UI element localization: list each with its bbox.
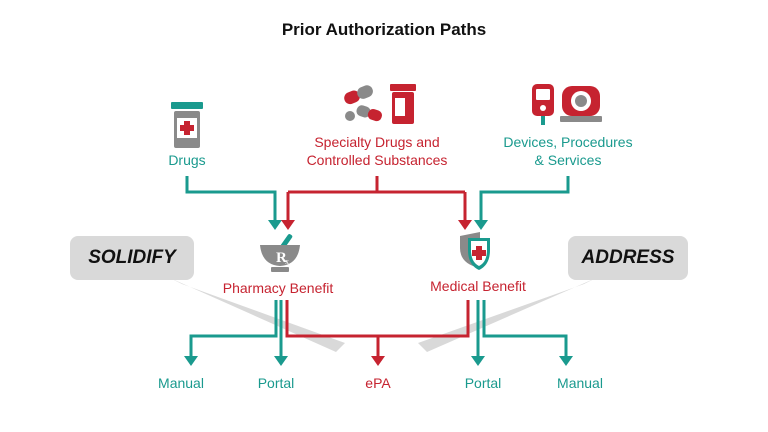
- arrowhead: [184, 356, 198, 366]
- shield-cross-icon: [460, 232, 490, 270]
- outcome-manual-right: Manual: [557, 375, 603, 391]
- source-devices-line2: & Services: [534, 152, 602, 168]
- address-callout: ADDRESS: [568, 236, 688, 280]
- outcome-portal-right: Portal: [464, 375, 502, 391]
- source-devices: Devices, Procedures & Services: [478, 133, 658, 169]
- source-drugs-label: Drugs: [168, 152, 206, 168]
- arrowhead: [268, 220, 282, 230]
- pharmacy-benefit-label: Pharmacy Benefit: [222, 280, 334, 296]
- outcome-manual-left: Manual: [158, 375, 204, 391]
- arrowhead: [559, 356, 573, 366]
- specialty-to-benefits-line: [286, 176, 467, 224]
- pharmacy-to-manual-portal-lines: [189, 300, 283, 360]
- arrowhead: [281, 220, 295, 230]
- medical-benefit-label: Medical Benefit: [430, 278, 526, 294]
- pill-bottle-icon: [171, 102, 203, 148]
- svg-text:x: x: [285, 257, 289, 266]
- devices-to-medical-line: [479, 176, 570, 224]
- pills-icon: [344, 84, 416, 124]
- glucose-meter-icon: [532, 84, 554, 125]
- source-specialty-line1: Specialty Drugs and: [314, 134, 440, 150]
- diagram-title: Prior Authorization Paths: [281, 20, 487, 39]
- arrowhead: [458, 220, 472, 230]
- solidify-pointer: [170, 278, 345, 352]
- arrowhead: [371, 356, 385, 366]
- medical-devices-icon: [532, 84, 602, 125]
- solidify-callout: SOLIDIFY: [70, 236, 194, 280]
- arrowhead: [471, 356, 485, 366]
- outcome-epa: ePA: [365, 375, 391, 391]
- medical-to-portal-manual-lines: [476, 300, 568, 360]
- arrowhead: [274, 356, 288, 366]
- outcome-portal-left: Portal: [257, 375, 295, 391]
- svg-text:R: R: [276, 250, 287, 266]
- mri-scanner-icon: [560, 86, 602, 122]
- source-devices-line1: Devices, Procedures: [503, 134, 633, 150]
- address-pointer: [418, 278, 596, 352]
- mortar-pestle-rx-icon: R x: [260, 234, 300, 272]
- source-drugs: Drugs: [147, 151, 227, 169]
- source-specialty-line2: Controlled Substances: [306, 152, 448, 168]
- drugs-to-pharmacy-line: [185, 176, 277, 224]
- source-specialty: Specialty Drugs and Controlled Substance…: [282, 133, 472, 169]
- benefits-to-epa-line: [285, 300, 470, 360]
- arrowhead: [474, 220, 488, 230]
